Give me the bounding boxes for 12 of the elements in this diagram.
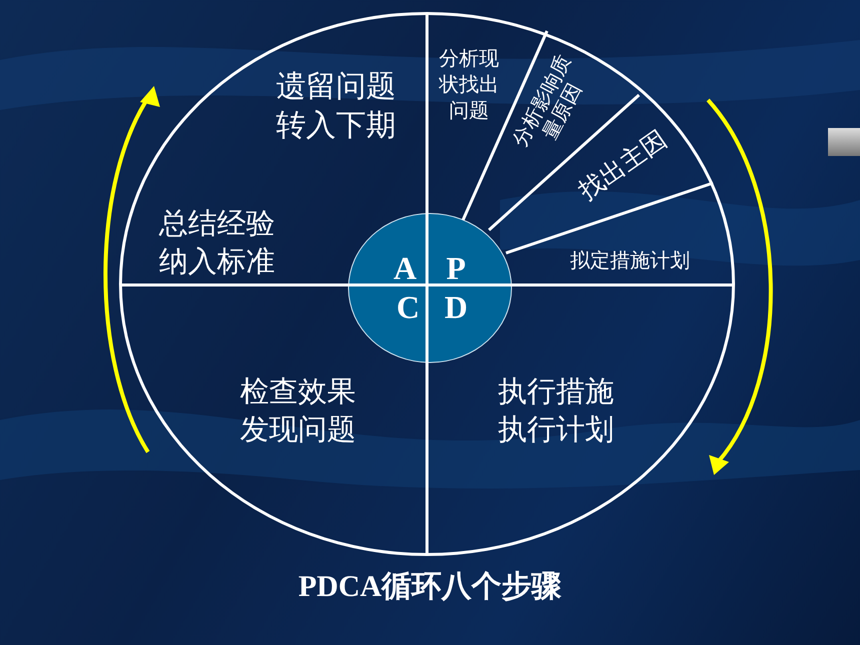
step-label: 分析现状找出问题 — [433, 45, 505, 123]
phase-letter: D — [443, 289, 469, 326]
step-label: 总结经验纳入标准 — [159, 205, 289, 280]
phase-letter: C — [395, 289, 421, 326]
phase-letter: A — [392, 250, 418, 287]
outer-circle — [119, 12, 735, 556]
phase-letter: P — [445, 250, 467, 287]
step-label: 执行措施执行计划 — [491, 373, 621, 448]
step-label: 拟定措施计划 — [551, 247, 709, 273]
step-label: 遗留问题转入下期 — [271, 67, 401, 145]
diagram-caption: PDCA循环八个步骤 — [297, 569, 563, 605]
step-label: 检查效果发现问题 — [233, 373, 363, 448]
